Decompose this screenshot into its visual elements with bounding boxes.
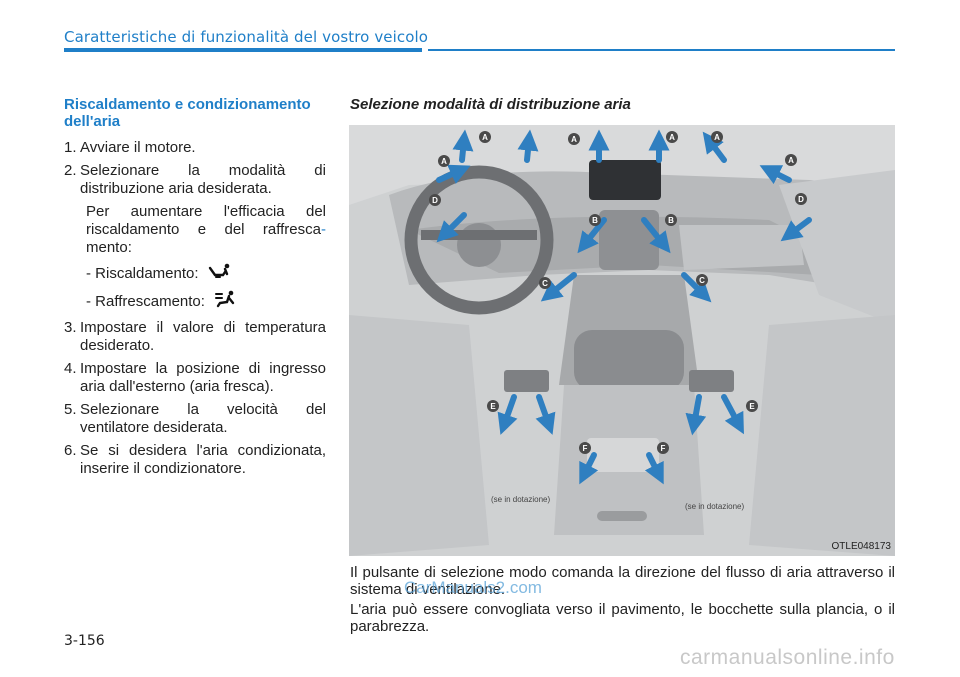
airflow-arrow — [540, 272, 577, 302]
vent-label-f: F — [661, 444, 666, 453]
airflow-arrow — [436, 212, 467, 243]
step-number: 5. — [64, 401, 77, 418]
heating-label: - Riscaldamento: — [86, 264, 199, 282]
step-number: 3. — [64, 319, 77, 336]
left-column: Riscaldamento e condizionamento dell'ari… — [64, 96, 326, 483]
heating-mode-row: - Riscaldamento: — [86, 263, 326, 284]
airflow-arrow — [535, 394, 556, 435]
vent-label-b: B — [668, 216, 674, 225]
airflow-arrow — [681, 272, 712, 303]
airflow-arrow — [759, 165, 792, 185]
cooling-label: - Raffrescamento: — [86, 292, 205, 310]
vent-label-d: D — [798, 195, 804, 204]
vent-label-a: A — [788, 156, 794, 165]
step-item: 6. Se si desidera l'aria condizionata, i… — [64, 442, 326, 478]
step-item: 4. Impostare la posizione di ingresso ar… — [64, 360, 326, 396]
step-text: Se si desidera l'aria condizionata, inse… — [80, 442, 326, 477]
airflow-arrow — [517, 129, 539, 163]
airflow-arrow — [452, 129, 474, 163]
vent-label-a: A — [669, 133, 675, 142]
watermark-carmanualsonline: carmanualsonline.info — [680, 646, 895, 669]
step-number: 2. — [64, 162, 77, 179]
step-text: Impostare la posizione di ingresso aria … — [80, 360, 326, 395]
vent-label-a: A — [482, 133, 488, 142]
hyphen-mark: - — [321, 221, 326, 238]
airflow-arrow — [579, 452, 599, 485]
cooling-mode-row: - Raffrescamento: — [86, 290, 326, 313]
vent-label-e: E — [490, 402, 496, 411]
airflow-arrow — [721, 394, 744, 435]
step-item: 1. Avviare il motore. — [64, 139, 326, 157]
seat-feet-airflow-icon — [207, 263, 231, 284]
airflow-arrow — [497, 394, 518, 435]
header-rule-thin — [428, 49, 895, 51]
efficiency-note: Per aumentare l'efficacia del riscaldame… — [86, 203, 326, 257]
step-number: 1. — [64, 139, 77, 156]
vent-label-a: A — [441, 157, 447, 166]
airflow-arrow — [577, 217, 607, 254]
step-item: 5. Selezionare la velocità del ventilato… — [64, 401, 326, 437]
optional-tag-right: (se in dotazione) — [685, 502, 745, 511]
figure-code: OTLE048173 — [831, 541, 892, 552]
airflow-arrow — [685, 394, 707, 436]
vent-label-e: E — [749, 402, 755, 411]
vent-label-b: B — [592, 216, 598, 225]
step-text: Avviare il motore. — [80, 139, 196, 156]
vent-label-d: D — [432, 196, 438, 205]
efficiency-note-tail: mento: — [86, 239, 132, 256]
airflow-arrow — [780, 217, 812, 242]
page-number: 3-156 — [64, 633, 105, 649]
vent-label-a: A — [571, 135, 577, 144]
paragraph-air-directions: L'aria può essere convogliata verso il p… — [350, 601, 895, 635]
step-item: 2. Selezionare la modalità di distribuzi… — [64, 162, 326, 198]
vent-label-f: F — [583, 444, 588, 453]
airflow-arrow — [644, 452, 664, 485]
header-rule-thick — [64, 48, 422, 52]
optional-tag-left: (se in dotazione) — [491, 495, 551, 504]
section-heading: Riscaldamento e condizionamento dell'ari… — [64, 96, 311, 130]
vent-label-c: C — [542, 279, 548, 288]
step-number: 6. — [64, 442, 77, 459]
seat-face-airflow-icon — [213, 290, 237, 313]
step-number: 4. — [64, 360, 77, 377]
step-text: Selezionare la velocità del ventilatore … — [80, 401, 326, 436]
vent-label-a: A — [714, 133, 720, 142]
figure-heading: Selezione modalità di distribuzione aria — [350, 96, 631, 113]
section-header-title: Caratteristiche di funzionalità del vost… — [64, 28, 429, 46]
step-item: 3. Impostare il valore di temperatura de… — [64, 319, 326, 355]
step-text: Impostare il valore di temperatura desid… — [80, 319, 326, 354]
airflow-arrow — [436, 164, 471, 184]
vent-label-c: C — [699, 276, 705, 285]
watermark-carmanuals2: CarManuals2.com — [404, 578, 542, 597]
dashboard-illustration: A A A A A A D D B B C C E E F F — [349, 125, 895, 556]
step-text: Selezionare la modalità di distribuzione… — [80, 162, 326, 197]
airflow-arrow — [641, 217, 671, 254]
airflow-diagram: A A A A A A D D B B C C E E F F (se in d… — [349, 125, 895, 556]
airflow-arrow — [702, 131, 727, 163]
paragraph-mode-button: Il pulsante di selezione modo comanda la… — [350, 564, 895, 598]
efficiency-note-text: Per aumentare l'efficacia del riscaldame… — [86, 203, 326, 238]
